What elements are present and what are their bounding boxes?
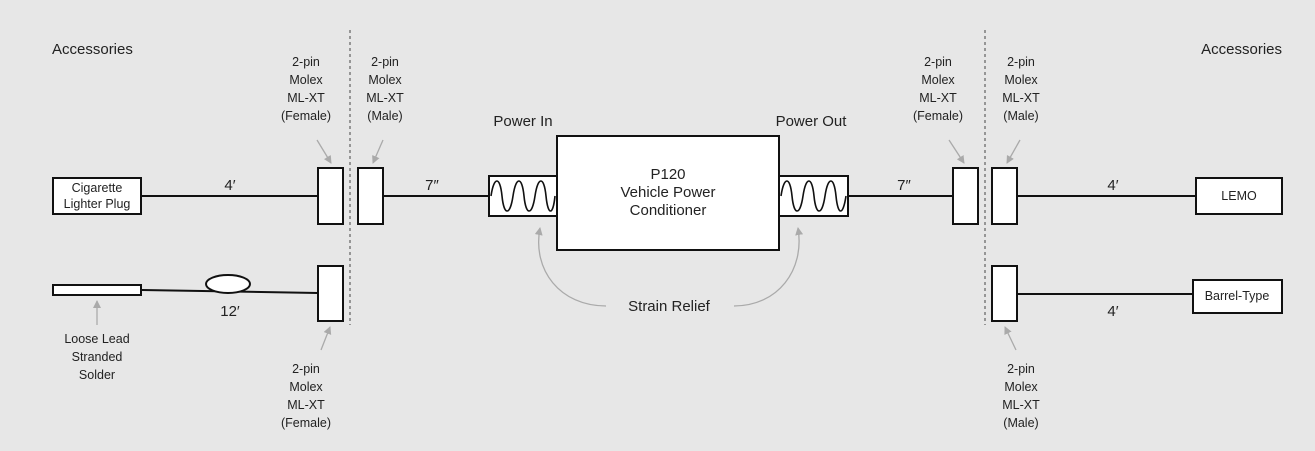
lbl-rmt-2: Molex	[1004, 73, 1038, 87]
length-right-center: 7″	[897, 177, 911, 194]
connector-left-female-top	[317, 167, 344, 225]
connector-left-male-top	[357, 167, 384, 225]
lbl-lmt-4: (Male)	[367, 109, 402, 123]
lbl-rft-2: Molex	[921, 73, 955, 87]
lbl-lft-1: 2-pin	[292, 55, 320, 69]
conditioner-line1: P120	[650, 166, 685, 183]
lbl-lft-3: ML-XT	[287, 91, 325, 105]
strain-relief-right	[778, 175, 849, 217]
loose-lead-line1: Loose Lead	[64, 332, 129, 346]
conditioner-line2: Vehicle Power	[620, 184, 715, 201]
power-in-label: Power In	[493, 113, 552, 130]
accessories-right-label: Accessories	[1201, 41, 1282, 58]
length-left-top: 4′	[224, 177, 235, 194]
strain-relief-arrow-right	[733, 227, 804, 307]
lbl-rmb-1: 2-pin	[1007, 362, 1035, 376]
lbl-rft-1: 2-pin	[924, 55, 952, 69]
lbl-lmt-1: 2-pin	[371, 55, 399, 69]
cigarette-plug-line1: Cigarette	[72, 181, 123, 195]
loose-lead-line3: Solder	[79, 368, 115, 382]
lbl-lfb-2: Molex	[289, 380, 323, 394]
lbl-lfb-3: ML-XT	[287, 398, 325, 412]
lbl-lfb-1: 2-pin	[292, 362, 320, 376]
power-out-label: Power Out	[776, 113, 848, 130]
lbl-rmb-4: (Male)	[1003, 416, 1038, 430]
strain-relief-left	[488, 175, 558, 217]
lbl-lfb-4: (Female)	[281, 416, 331, 430]
barrel-label: Barrel-Type	[1205, 289, 1270, 303]
connector-right-male-bottom	[991, 265, 1018, 322]
length-left-bottom: 12′	[220, 303, 240, 320]
lbl-rft-3: ML-XT	[919, 91, 957, 105]
lbl-rmt-4: (Male)	[1003, 109, 1038, 123]
strain-relief-label: Strain Relief	[628, 298, 711, 315]
lbl-lmt-3: ML-XT	[366, 91, 404, 105]
cigarette-plug-line2: Lighter Plug	[64, 197, 131, 211]
lbl-lft-4: (Female)	[281, 109, 331, 123]
lbl-rft-4: (Female)	[913, 109, 963, 123]
connector-left-female-bottom	[317, 265, 344, 322]
length-left-center: 7″	[425, 177, 439, 194]
length-right-top: 4′	[1107, 177, 1118, 194]
loose-lead	[52, 284, 142, 296]
cigarette-plug: Cigarette Lighter Plug	[52, 177, 142, 215]
pointer-arrows	[93, 139, 1021, 351]
connector-right-male-top	[991, 167, 1018, 225]
power-conditioner: P120 Vehicle Power Conditioner	[556, 135, 780, 251]
strain-relief-arrow-left	[534, 227, 607, 307]
lbl-rmb-3: ML-XT	[1002, 398, 1040, 412]
connector-right-female-top	[952, 167, 979, 225]
lbl-rmb-2: Molex	[1004, 380, 1038, 394]
barrel-connector: Barrel-Type	[1192, 279, 1283, 314]
conditioner-line3: Conditioner	[630, 202, 707, 219]
lbl-lmt-2: Molex	[368, 73, 402, 87]
lbl-lft-2: Molex	[289, 73, 323, 87]
cable-coil	[205, 274, 251, 294]
accessories-left-label: Accessories	[52, 41, 133, 58]
loose-lead-line2: Stranded	[72, 350, 123, 364]
lbl-rmt-1: 2-pin	[1007, 55, 1035, 69]
molex-connectors	[317, 167, 1018, 322]
length-right-bottom: 4′	[1107, 303, 1118, 320]
lbl-rmt-3: ML-XT	[1002, 91, 1040, 105]
lemo-label: LEMO	[1221, 189, 1257, 203]
lemo-connector: LEMO	[1195, 177, 1283, 215]
